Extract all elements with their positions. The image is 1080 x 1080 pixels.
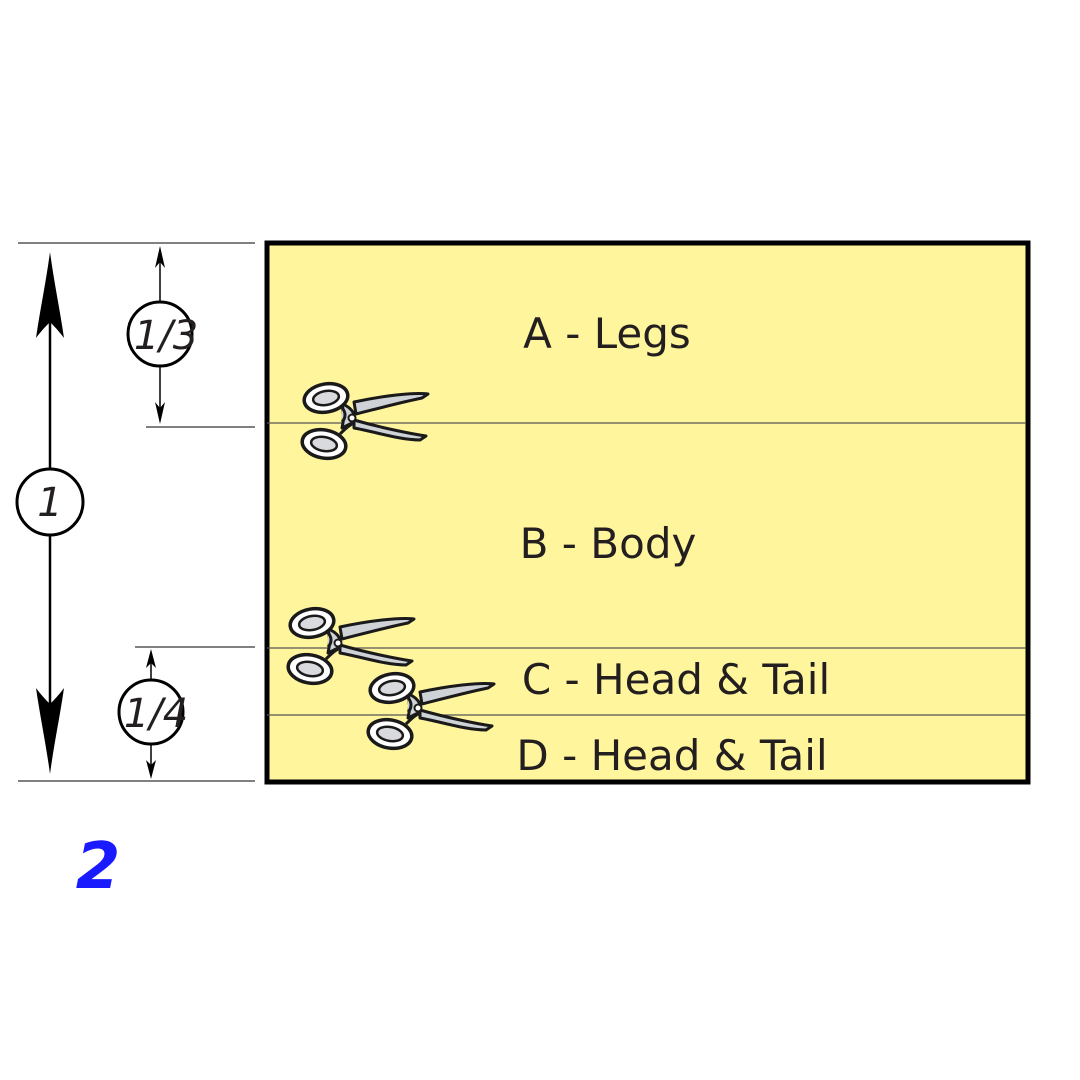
overall-dimension: 1 (15, 252, 85, 774)
bottom-quarter-dimension: 1/4 (117, 649, 188, 779)
section-label-b: B - Body (520, 519, 697, 568)
dimension-label-overall: 1 (37, 480, 62, 526)
arrow-up-small-icon (155, 246, 165, 268)
dimension-circle-bottom (117, 678, 185, 746)
arrow-down-small-icon (155, 402, 165, 424)
arrow-down-icon (36, 688, 64, 774)
top-third-dimension: 1/3 (126, 246, 198, 424)
arrow-down-small-icon (146, 760, 156, 779)
dimension-label-top: 1/3 (134, 313, 198, 359)
dimension-label-bottom: 1/4 (124, 691, 188, 737)
step-number: 2 (76, 830, 121, 904)
dimension-circle-overall (15, 467, 85, 537)
section-label-c: C - Head & Tail (522, 655, 830, 704)
section-label-d: D - Head & Tail (516, 731, 827, 780)
arrow-up-icon (36, 252, 64, 338)
arrow-up-small-icon (146, 649, 156, 668)
dimension-circle-top (126, 300, 194, 368)
section-label-a: A - Legs (523, 309, 691, 358)
